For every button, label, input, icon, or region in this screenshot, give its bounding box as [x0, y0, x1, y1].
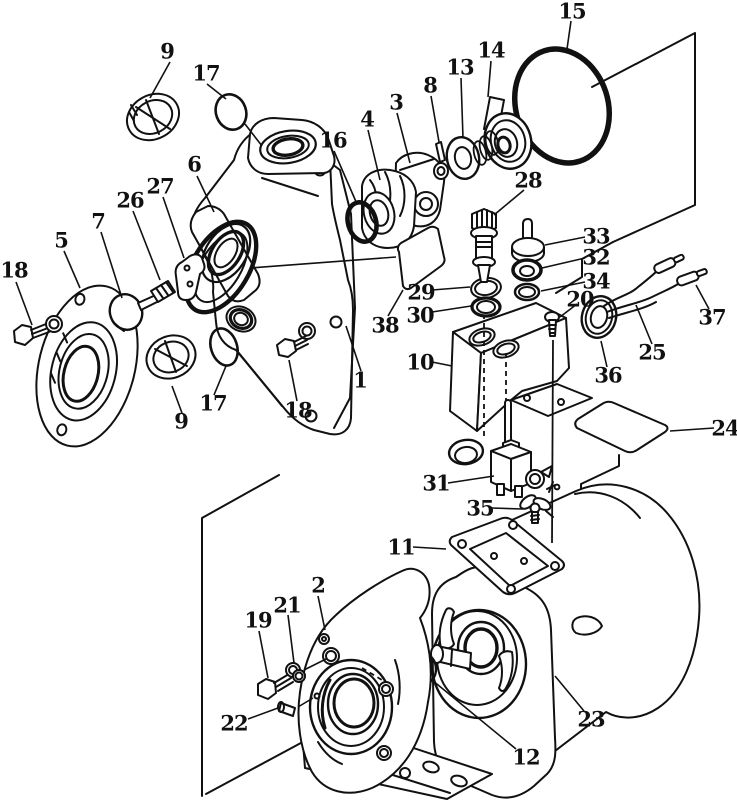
callout-28: 28: [514, 167, 542, 193]
callout-32: 32: [582, 244, 610, 270]
part-spring-26: [150, 280, 176, 303]
part-pin-22: [277, 701, 296, 717]
callout-14: 14: [477, 37, 505, 63]
callout-6: 6: [187, 151, 202, 177]
callout-12: 12: [512, 744, 540, 770]
part-switch-31: [490, 399, 532, 498]
part-plate-11: [448, 516, 565, 596]
part-cap-9-top: [126, 92, 180, 142]
part-terminal-37: [653, 253, 708, 287]
part-wires-25: [603, 269, 679, 319]
callout-23: 23: [577, 706, 605, 732]
part-flange-2: [297, 567, 432, 794]
callout-21: 21: [273, 592, 301, 618]
panel-bottom-left: [201, 474, 280, 797]
callout-10: 10: [406, 349, 434, 375]
callout-36: 36: [594, 362, 622, 388]
part-washer-13: [445, 135, 481, 181]
callout-26: 26: [116, 187, 144, 213]
part-plug-28: [470, 208, 498, 283]
callout-8: 8: [423, 72, 438, 98]
callout-18: 18: [0, 257, 28, 283]
callout-9: 9: [174, 408, 189, 434]
callout-35: 35: [466, 495, 494, 521]
part-housing-1: [189, 117, 356, 436]
callout-24: 24: [711, 415, 737, 441]
part-clip-27: [174, 253, 206, 301]
leader-lines: [15, 20, 715, 750]
callout-34: 34: [582, 268, 610, 294]
part-screw-20: [544, 311, 560, 337]
part-bolt-19: [257, 673, 294, 700]
part-cap-9-bottom: [145, 334, 197, 380]
callout-22: 22: [220, 710, 248, 736]
part-grommet: [447, 438, 485, 466]
callout-33: 33: [582, 223, 610, 249]
part-bolt-18a: [13, 315, 63, 346]
part-oring-17-bottom: [209, 327, 239, 367]
part-plate-24: [574, 400, 669, 454]
callout-38: 38: [371, 312, 399, 338]
part-washer-21: [285, 662, 306, 683]
callout-5: 5: [54, 227, 69, 253]
callout-7: 7: [91, 208, 106, 234]
callout-3: 3: [389, 89, 404, 115]
callout-20: 20: [566, 286, 594, 312]
callout-9: 9: [160, 38, 175, 64]
callout-13: 13: [446, 54, 474, 80]
callout-1: 1: [353, 367, 368, 393]
callout-30: 30: [406, 302, 434, 328]
callout-19: 19: [244, 607, 272, 633]
callout-15: 15: [558, 0, 586, 24]
panel-top-right: [591, 32, 696, 243]
callout-31: 31: [422, 470, 450, 496]
part-pin-8: [433, 141, 449, 180]
part-gasket-6: [183, 219, 259, 315]
part-wingbolt-35: [519, 494, 554, 524]
part-impeller-4: [361, 168, 417, 249]
part-grommet-36: [580, 295, 618, 339]
part-clip: [525, 465, 561, 493]
callout-27: 27: [146, 173, 174, 199]
callout-4: 4: [360, 106, 375, 132]
part-cap-33: [511, 218, 545, 263]
callout-18: 18: [284, 397, 312, 423]
part-bolt-18b: [276, 322, 316, 358]
part-oring-34: [513, 282, 541, 302]
callout-17: 17: [199, 390, 227, 416]
part-oring-17-top: [214, 93, 248, 131]
callout-2: 2: [311, 572, 326, 598]
part-plate-38: [396, 225, 446, 291]
callout-17: 17: [192, 60, 220, 86]
callout-11: 11: [387, 534, 415, 560]
callout-37: 37: [698, 304, 726, 330]
part-oring-30: [470, 296, 502, 318]
part-seal-14: [472, 96, 533, 170]
callout-29: 29: [407, 279, 435, 305]
callout-25: 25: [638, 339, 666, 365]
callout-16: 16: [319, 127, 347, 153]
part-cover-10: [449, 302, 593, 432]
part-ring-32: [511, 258, 543, 282]
